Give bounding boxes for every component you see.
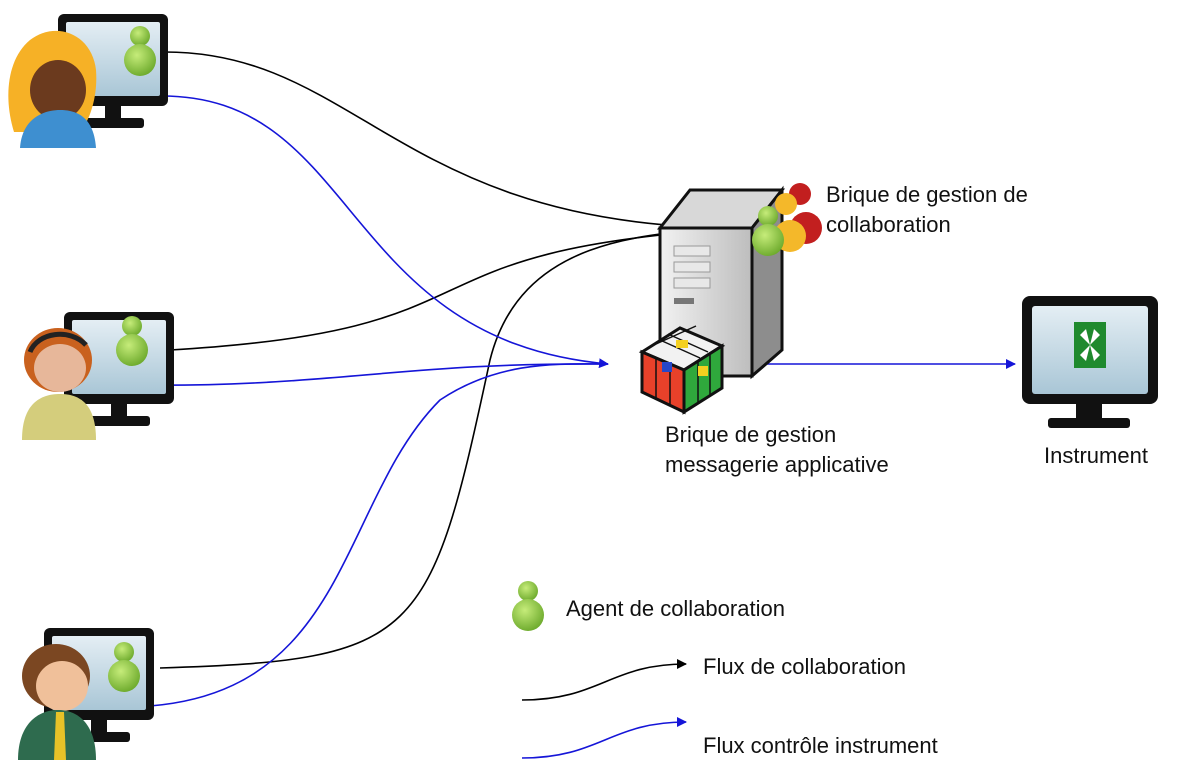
collaboration-brick-label-line2: collaboration	[826, 212, 951, 237]
user-man-tie-icon	[18, 628, 154, 760]
collaboration-brick-label-line1: Brique de gestion de	[826, 182, 1028, 207]
user-woman-icon	[8, 14, 168, 148]
legend-ctrl-flow-label: Flux contrôle instrument	[703, 733, 938, 758]
users-group-icon	[752, 183, 822, 256]
collab-flow-user1	[164, 51, 746, 234]
messaging-brick-label-line2: messagerie applicative	[665, 452, 889, 477]
ctrl-flow-user3	[149, 363, 609, 707]
instrument-monitor-icon	[1022, 296, 1158, 428]
ctrl-flow-user2	[129, 363, 609, 387]
ctrl-flow-user1	[161, 95, 609, 369]
collab-flow-user2	[169, 227, 746, 351]
instrument-flows	[129, 95, 1016, 707]
legend-ctrl-flow-sample	[521, 717, 687, 759]
collaboration-flows	[159, 51, 746, 669]
user-headset-icon	[22, 312, 174, 440]
legend-agent-icon	[512, 581, 544, 631]
instrument-label: Instrument	[1044, 443, 1148, 468]
messaging-brick-label-line1: Brique de gestion	[665, 422, 837, 447]
legend-collab-flow-label: Flux de collaboration	[703, 654, 907, 679]
collab-flow-user3	[159, 227, 746, 669]
legend-collab-flow-sample	[521, 659, 687, 701]
legend-agent-label: Agent de collaboration	[566, 596, 785, 621]
rubik-cube-icon	[638, 325, 726, 415]
